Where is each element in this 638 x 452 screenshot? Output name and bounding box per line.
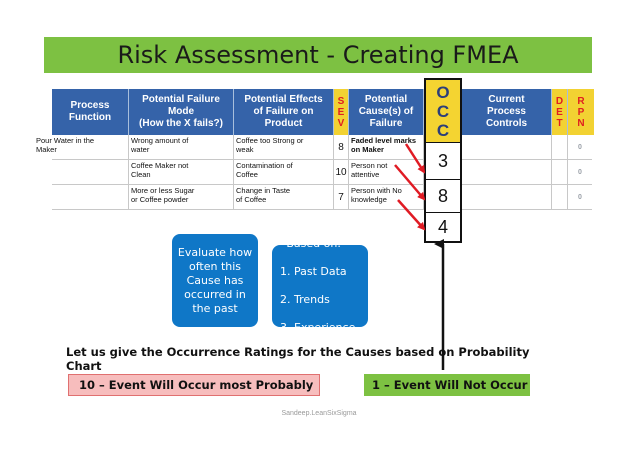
header-failure-mode: Potential Failure Mode (How the X fails?… bbox=[129, 89, 234, 135]
table-row: More or less Sugar or Coffee powder Chan… bbox=[52, 185, 592, 210]
cell-rpn: 0 bbox=[578, 144, 582, 151]
cell-cause: Person not attentive bbox=[349, 160, 424, 185]
fmea-header-row: Process Function Potential Failure Mode … bbox=[52, 89, 594, 135]
cell-sev: 10 bbox=[334, 160, 349, 185]
instruction-text: Let us give the Occurrence Ratings for t… bbox=[66, 345, 530, 373]
occurrence-column: O C C 3 8 4 bbox=[424, 78, 462, 243]
cell-sev: 8 bbox=[334, 135, 349, 160]
cell-rpn: 0 bbox=[578, 169, 582, 176]
cell-effect: Change in Taste of Coffee bbox=[234, 185, 334, 210]
cell-process-function bbox=[34, 160, 129, 185]
header-sev: S E V bbox=[334, 89, 349, 135]
cell-cause: Faded level marks on Maker bbox=[349, 135, 424, 160]
cell-controls bbox=[462, 160, 552, 185]
callout-item: 2. Trends bbox=[280, 293, 330, 306]
callout-evaluate: Evaluate how often this Cause has occurr… bbox=[172, 234, 258, 327]
table-row: Pour Water in the Maker Wrong amount of … bbox=[36, 135, 592, 160]
cell-sev: 7 bbox=[334, 185, 349, 210]
callout-based-on: Based on: 1. Past Data 2. Trends 3. Expe… bbox=[272, 237, 368, 334]
cell-process-function bbox=[34, 185, 129, 210]
callout-item: 1. Past Data bbox=[280, 265, 347, 278]
callout-item: 3. Experience bbox=[280, 321, 356, 334]
cell-effect: Contamination of Coffee bbox=[234, 160, 334, 185]
credit-text: Sandeep.LeanSixSigma bbox=[281, 410, 357, 417]
cell-failure-mode: More or less Sugar or Coffee powder bbox=[129, 185, 234, 210]
cell-det bbox=[552, 135, 568, 160]
header-causes: Potential Cause(s) of Failure bbox=[349, 89, 424, 135]
callout-based-on-title: Based on: bbox=[286, 237, 342, 250]
header-rpn: R P N bbox=[568, 89, 594, 135]
header-occ: O C C bbox=[426, 80, 460, 142]
fmea-body: Pour Water in the Maker Wrong amount of … bbox=[36, 135, 592, 211]
cell-failure-mode: Coffee Maker not Clean bbox=[129, 160, 234, 185]
cell-failure-mode: Wrong amount of water bbox=[129, 135, 234, 160]
scale-high-box: 10 – Event Will Occur most Probably bbox=[68, 374, 320, 396]
header-det: D E T bbox=[552, 89, 568, 135]
header-process-function: Process Function bbox=[52, 89, 129, 135]
cell-det bbox=[552, 185, 568, 210]
cell-rpn: 0 bbox=[578, 194, 582, 201]
cell-effect: Coffee too Strong or weak bbox=[234, 135, 334, 160]
occ-value: 8 bbox=[426, 179, 460, 212]
header-effects: Potential Effects of Failure on Product bbox=[234, 89, 334, 135]
page-title: Risk Assessment - Creating FMEA bbox=[117, 41, 519, 69]
cell-controls bbox=[462, 135, 552, 160]
title-bar: Risk Assessment - Creating FMEA bbox=[44, 37, 592, 73]
occ-value: 3 bbox=[426, 142, 460, 179]
header-controls: Current Process Controls bbox=[462, 89, 552, 135]
cell-cause: Person with No knowledge bbox=[349, 185, 424, 210]
cell-process-function: Pour Water in the Maker bbox=[34, 135, 129, 160]
scale-low-box: 1 – Event Will Not Occur bbox=[364, 374, 530, 396]
table-row: Coffee Maker not Clean Contamination of … bbox=[52, 160, 592, 185]
cell-det bbox=[552, 160, 568, 185]
occ-value: 4 bbox=[426, 212, 460, 241]
cell-controls bbox=[462, 185, 552, 210]
